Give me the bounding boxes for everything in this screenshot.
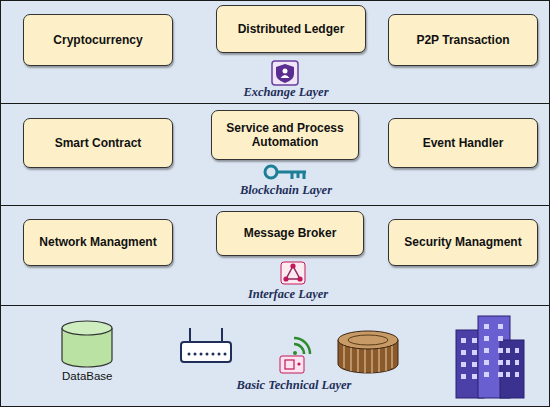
component-box: Smart Contract xyxy=(23,118,173,168)
component-label: Message Broker xyxy=(244,226,337,240)
component-label: Network Managment xyxy=(39,235,156,249)
component-label: Cryptocurrency xyxy=(53,33,142,47)
layer-band: Exchange Layer Cryptocurrency Distributed … xyxy=(0,0,550,104)
component-box: Distributed Ledger xyxy=(216,5,366,53)
exchange-icon xyxy=(272,61,298,85)
key-icon xyxy=(265,166,306,179)
component-label: Service and Process Automation xyxy=(218,121,352,150)
layer-name: Exchange Layer xyxy=(243,85,328,100)
component-box: P2P Transaction xyxy=(388,14,538,66)
component-label: Smart Contract xyxy=(55,136,142,150)
router-icon xyxy=(181,328,231,362)
layer-band: Basic Technical Layer xyxy=(0,305,550,407)
layer-name: Basic Technical Layer xyxy=(237,378,352,393)
layer-name: Interface Layer xyxy=(248,287,328,302)
component-box: Security Managment xyxy=(388,219,538,266)
building-icon xyxy=(456,316,524,398)
icon-caption: DataBase xyxy=(62,370,113,382)
device-icon xyxy=(280,356,304,373)
component-label: Event Handler xyxy=(423,136,504,150)
server-icon xyxy=(338,331,398,373)
network-icon xyxy=(281,262,305,284)
component-label: Security Managment xyxy=(404,235,521,249)
database-icon xyxy=(62,321,112,367)
component-box: Message Broker xyxy=(216,211,364,256)
component-box: Service and Process Automation xyxy=(211,110,359,160)
component-box: Cryptocurrency xyxy=(23,14,173,66)
layer-band: Interface Layer Network Managment Message … xyxy=(0,205,550,306)
component-box: Event Handler xyxy=(388,118,538,168)
component-box: Network Managment xyxy=(23,219,173,266)
component-label: P2P Transaction xyxy=(416,33,509,47)
layer-band: Blockchain Layer Smart Contract Service an… xyxy=(0,103,550,206)
wifi-icon xyxy=(293,338,310,355)
component-label: Distributed Ledger xyxy=(238,22,345,36)
layer-name: Blockchain Layer xyxy=(240,183,332,198)
